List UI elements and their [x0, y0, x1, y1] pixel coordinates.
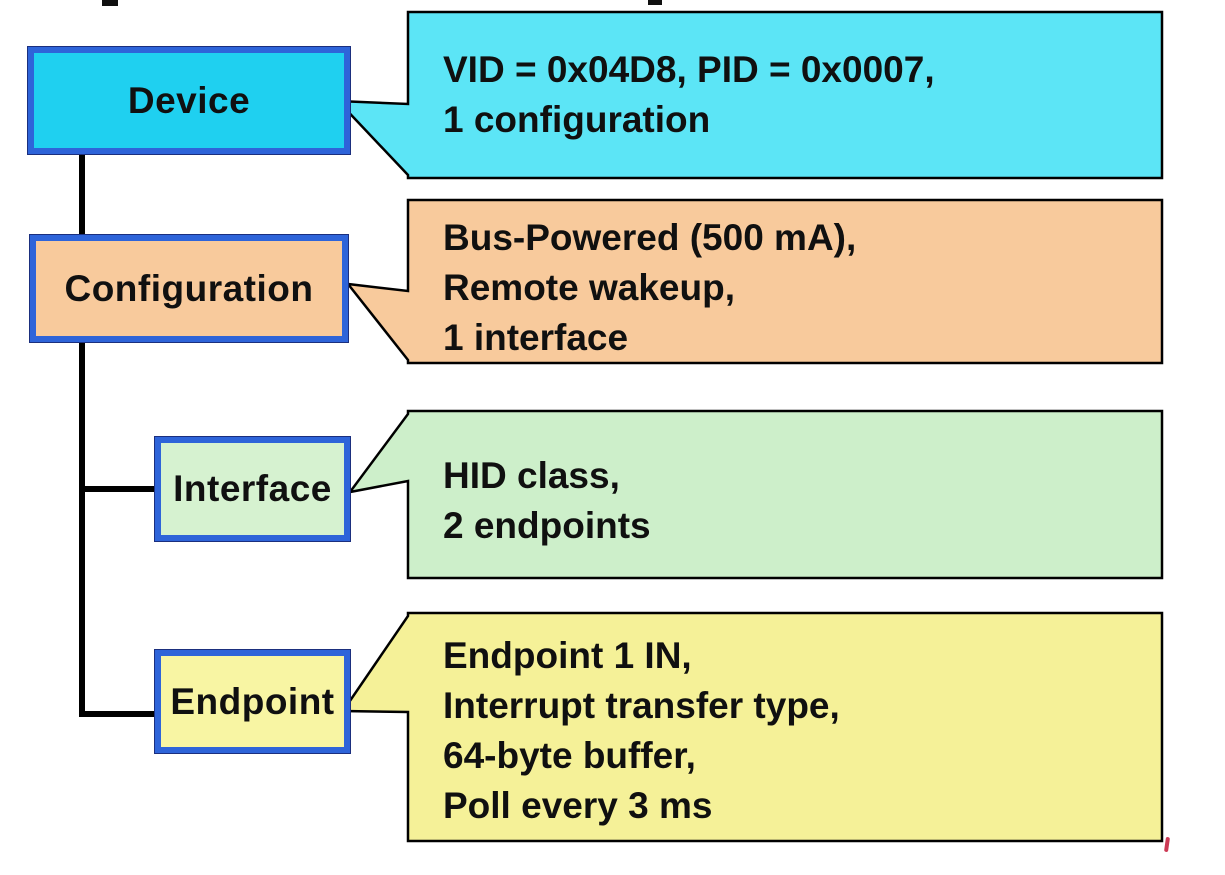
callout-line: Interrupt transfer type, — [443, 685, 840, 726]
endpoint-node-label: Endpoint — [170, 680, 335, 722]
callout-line: 1 configuration — [443, 99, 711, 140]
callout-line: 64-byte buffer, — [443, 735, 696, 776]
endpoint-callout-text: Endpoint 1 IN, Interrupt transfer type, … — [443, 631, 840, 831]
callout-line: 1 interface — [443, 317, 629, 358]
interface-node-label: Interface — [173, 468, 332, 509]
callout-line: Endpoint 1 IN, — [443, 635, 692, 676]
device-callout-bubble — [334, 10, 1164, 180]
callout-line: Bus-Powered (500 mA), — [443, 217, 857, 258]
callout-line: Poll every 3 ms — [443, 785, 713, 826]
interface-callout-bubble — [347, 409, 1164, 580]
endpoint-callout-bubble — [340, 611, 1164, 843]
callout-line: HID class, — [443, 455, 620, 496]
callout-line: Remote wakeup, — [443, 267, 735, 308]
callout-line: 2 endpoints — [443, 505, 651, 546]
endpoint-node: Endpoint — [155, 650, 350, 753]
device-node-label: Device — [127, 79, 251, 121]
callout-line: VID = 0x04D8, PID = 0x0007, — [443, 49, 935, 90]
configuration-callout-bubble — [345, 198, 1164, 365]
configuration-node-label: Configuration — [64, 267, 314, 309]
device-node: Device — [28, 47, 350, 154]
configuration-callout-text: Bus-Powered (500 mA), Remote wakeup, 1 i… — [443, 213, 856, 363]
interface-callout-text: HID class, 2 endpoints — [443, 451, 651, 551]
device-callout-text: VID = 0x04D8, PID = 0x0007, 1 configurat… — [443, 45, 935, 145]
interface-node: Interface — [155, 437, 350, 541]
configuration-node: Configuration — [30, 235, 348, 342]
cropped-title-remnant-mark — [102, 0, 118, 6]
cropped-title-remnant-mark — [648, 0, 662, 5]
